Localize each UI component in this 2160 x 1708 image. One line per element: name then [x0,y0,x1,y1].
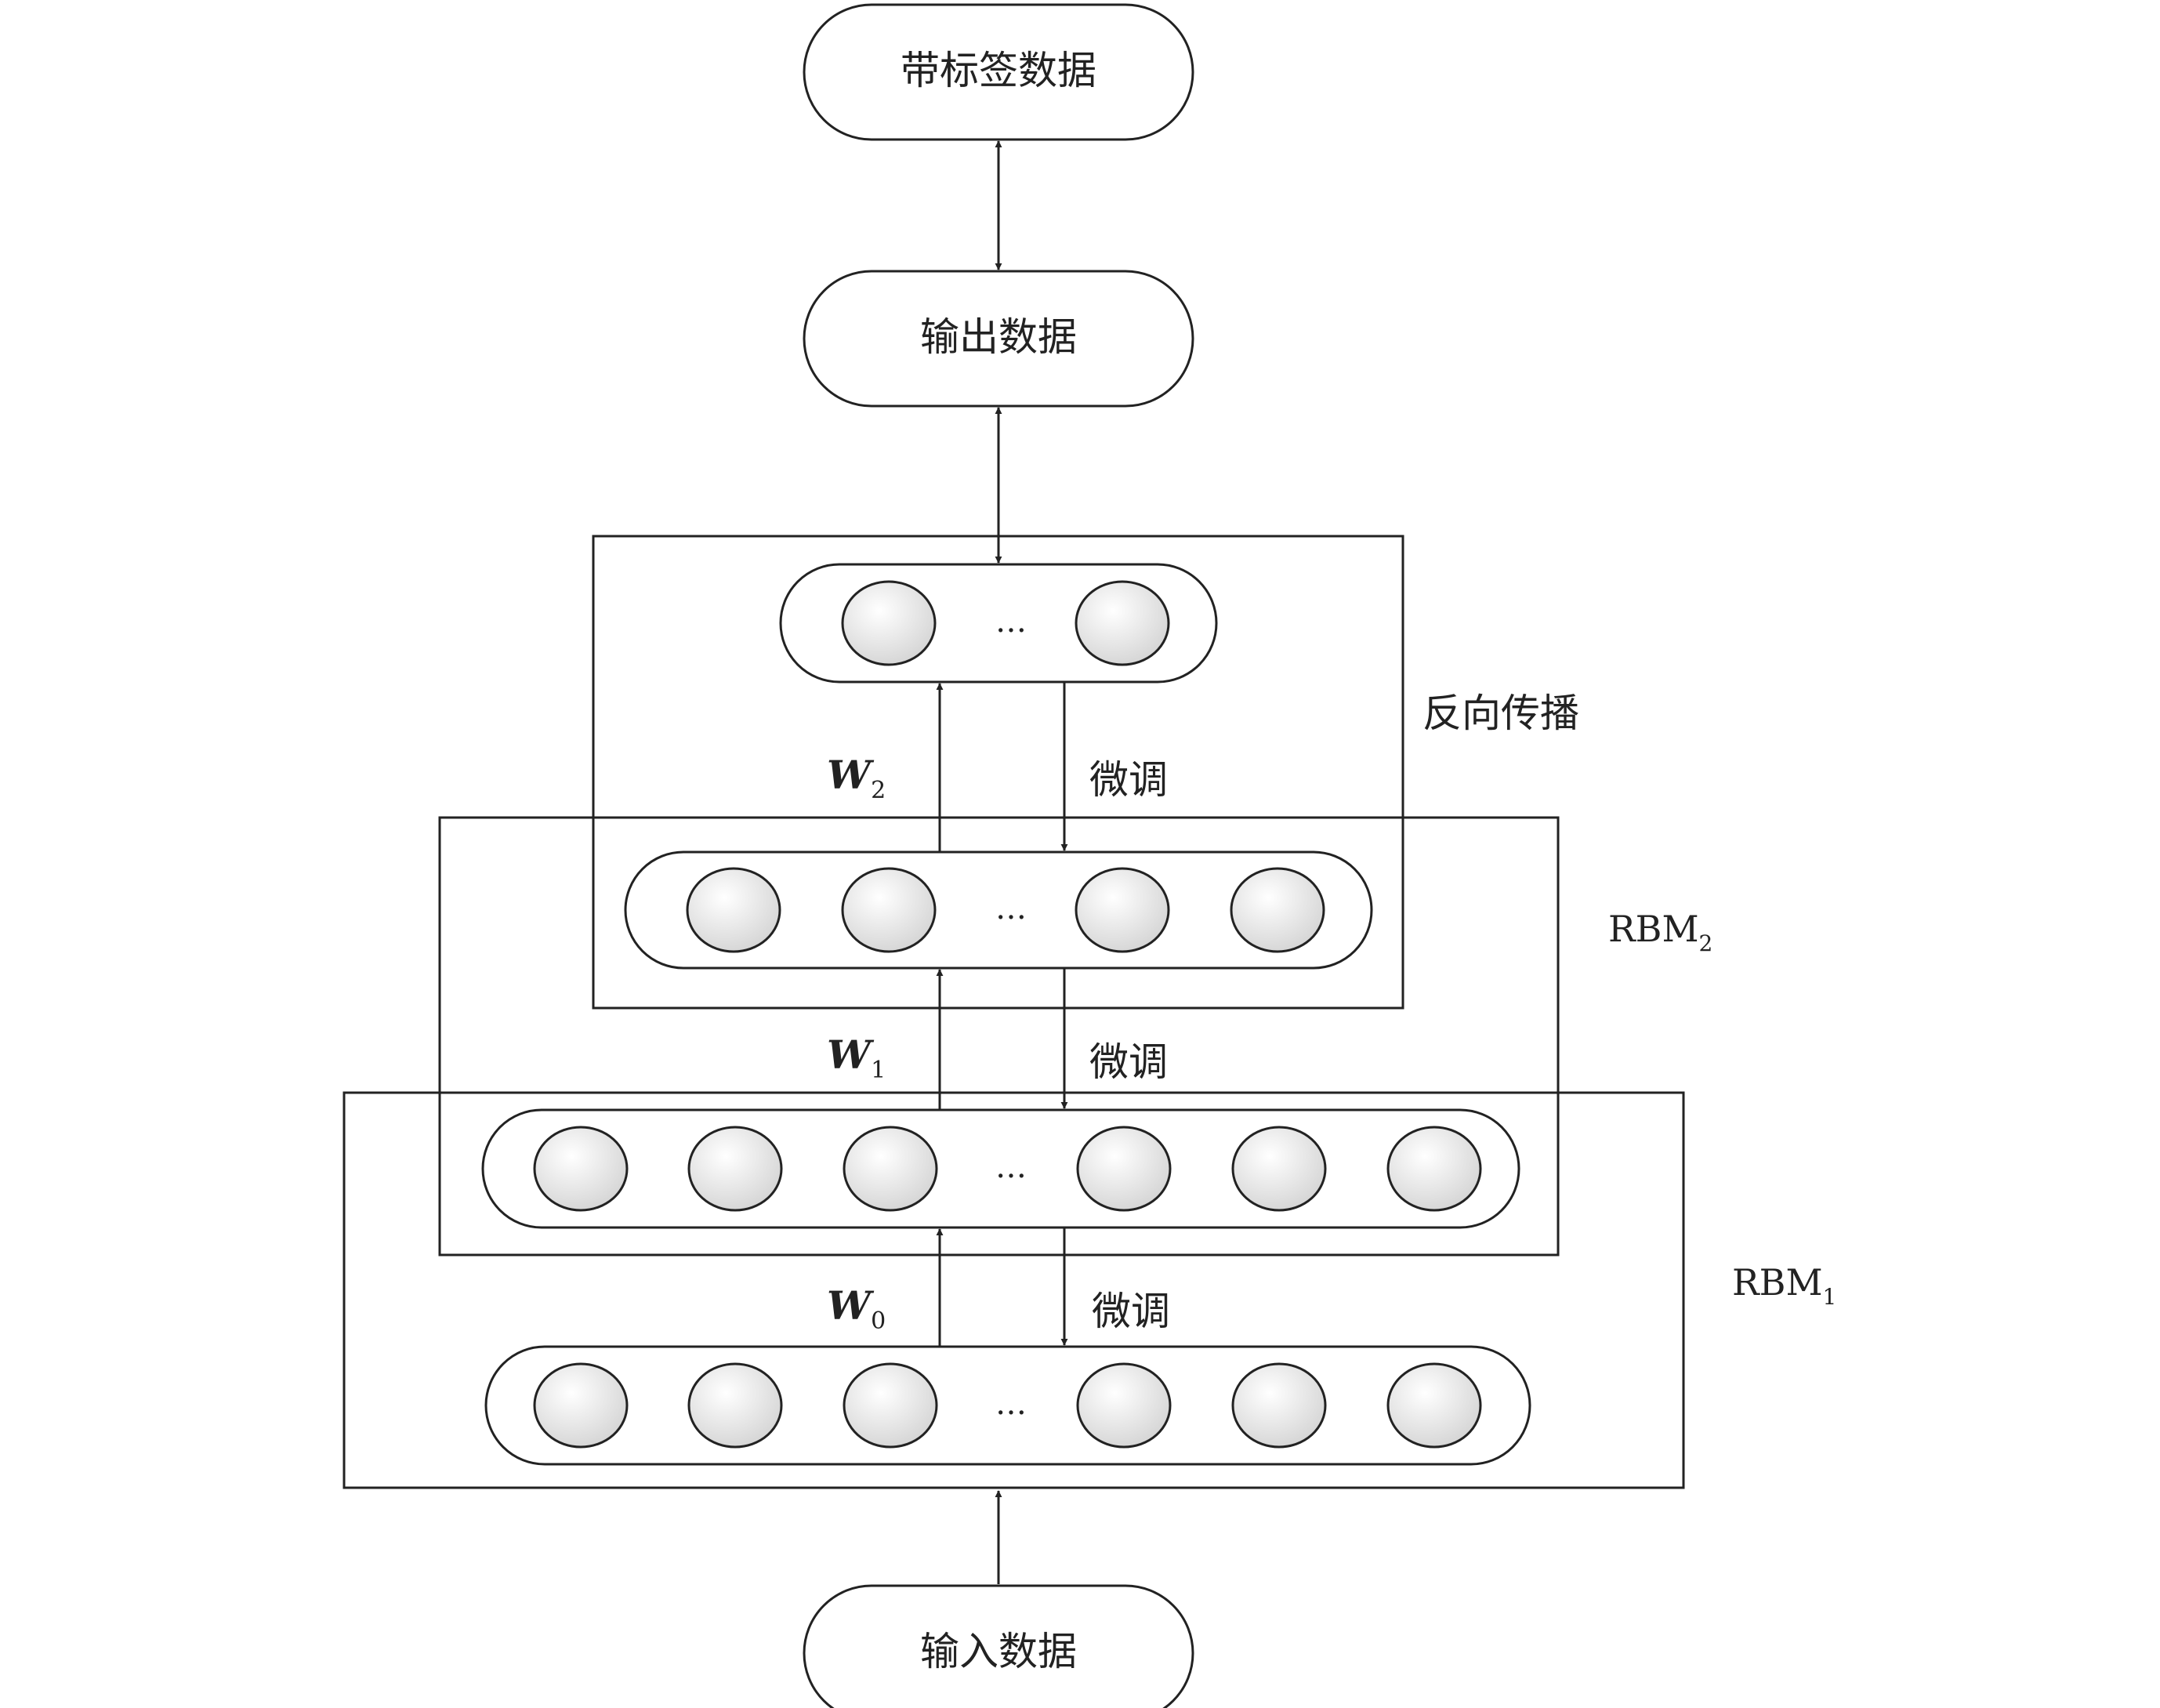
neuron [843,1126,938,1212]
weight-subscript: 2 [871,777,886,804]
weight-symbol: W [827,752,875,798]
visible-layer: … [484,1345,1531,1466]
input-data-node: 输入数据 [803,1584,1194,1708]
neuron [533,1126,629,1212]
weight-w0-label: W0 [827,1282,886,1335]
rbm1-text: RBM [1732,1261,1823,1304]
ellipsis-label: … [995,1386,1027,1422]
fine-tune-label-3: 微调 [1089,757,1168,803]
neuron [1386,1362,1482,1449]
neuron [1231,1126,1327,1212]
neuron [1230,867,1325,953]
neuron [687,1362,783,1449]
neuron [1075,867,1170,953]
fine-tune-label-1: 微调 [1092,1289,1170,1334]
fine-tune-label-2: 微调 [1089,1039,1168,1085]
weight-subscript: 0 [871,1307,886,1335]
neuron [687,1126,783,1212]
hidden-layer-2: … [624,850,1373,970]
neuron [841,867,937,953]
rbm2-box [438,816,1560,1257]
weight-symbol: W [827,1282,875,1329]
output-data-node: 输出数据 [803,270,1194,408]
weight-subscript: 1 [871,1057,886,1084]
neuron [1076,1126,1172,1212]
hidden-layer-3: … [779,563,1218,684]
backprop-label: 反向传播 [1422,691,1579,736]
neuron [1231,1362,1327,1449]
neuron [843,1362,938,1449]
neuron [1076,1362,1172,1449]
neuron [533,1362,629,1449]
neuron [686,867,781,953]
rbm1-subscript: 1 [1823,1284,1837,1310]
neuron [1075,580,1170,666]
output-data-label: 输出数据 [920,314,1077,360]
rbm2-text: RBM [1608,908,1699,950]
rbm2-subscript: 2 [1699,930,1713,956]
weight-symbol: W [827,1032,875,1078]
ellipsis-label: … [995,604,1027,640]
rbm1-label: RBM1 [1732,1261,1836,1310]
hidden-layer-1: … [481,1108,1520,1229]
labeled-data-label: 带标签数据 [901,48,1096,93]
ellipsis-label: … [995,890,1027,927]
rbm1-box [342,1091,1685,1489]
neuron [1386,1126,1482,1212]
weight-w1-label: W1 [827,1032,886,1084]
labeled-data-node: 带标签数据 [803,3,1194,141]
weight-w2-label: W2 [827,752,886,804]
ellipsis-label: … [995,1149,1027,1185]
neuron [841,580,937,666]
input-data-label: 输入数据 [920,1629,1077,1674]
rbm2-label: RBM2 [1608,908,1712,956]
